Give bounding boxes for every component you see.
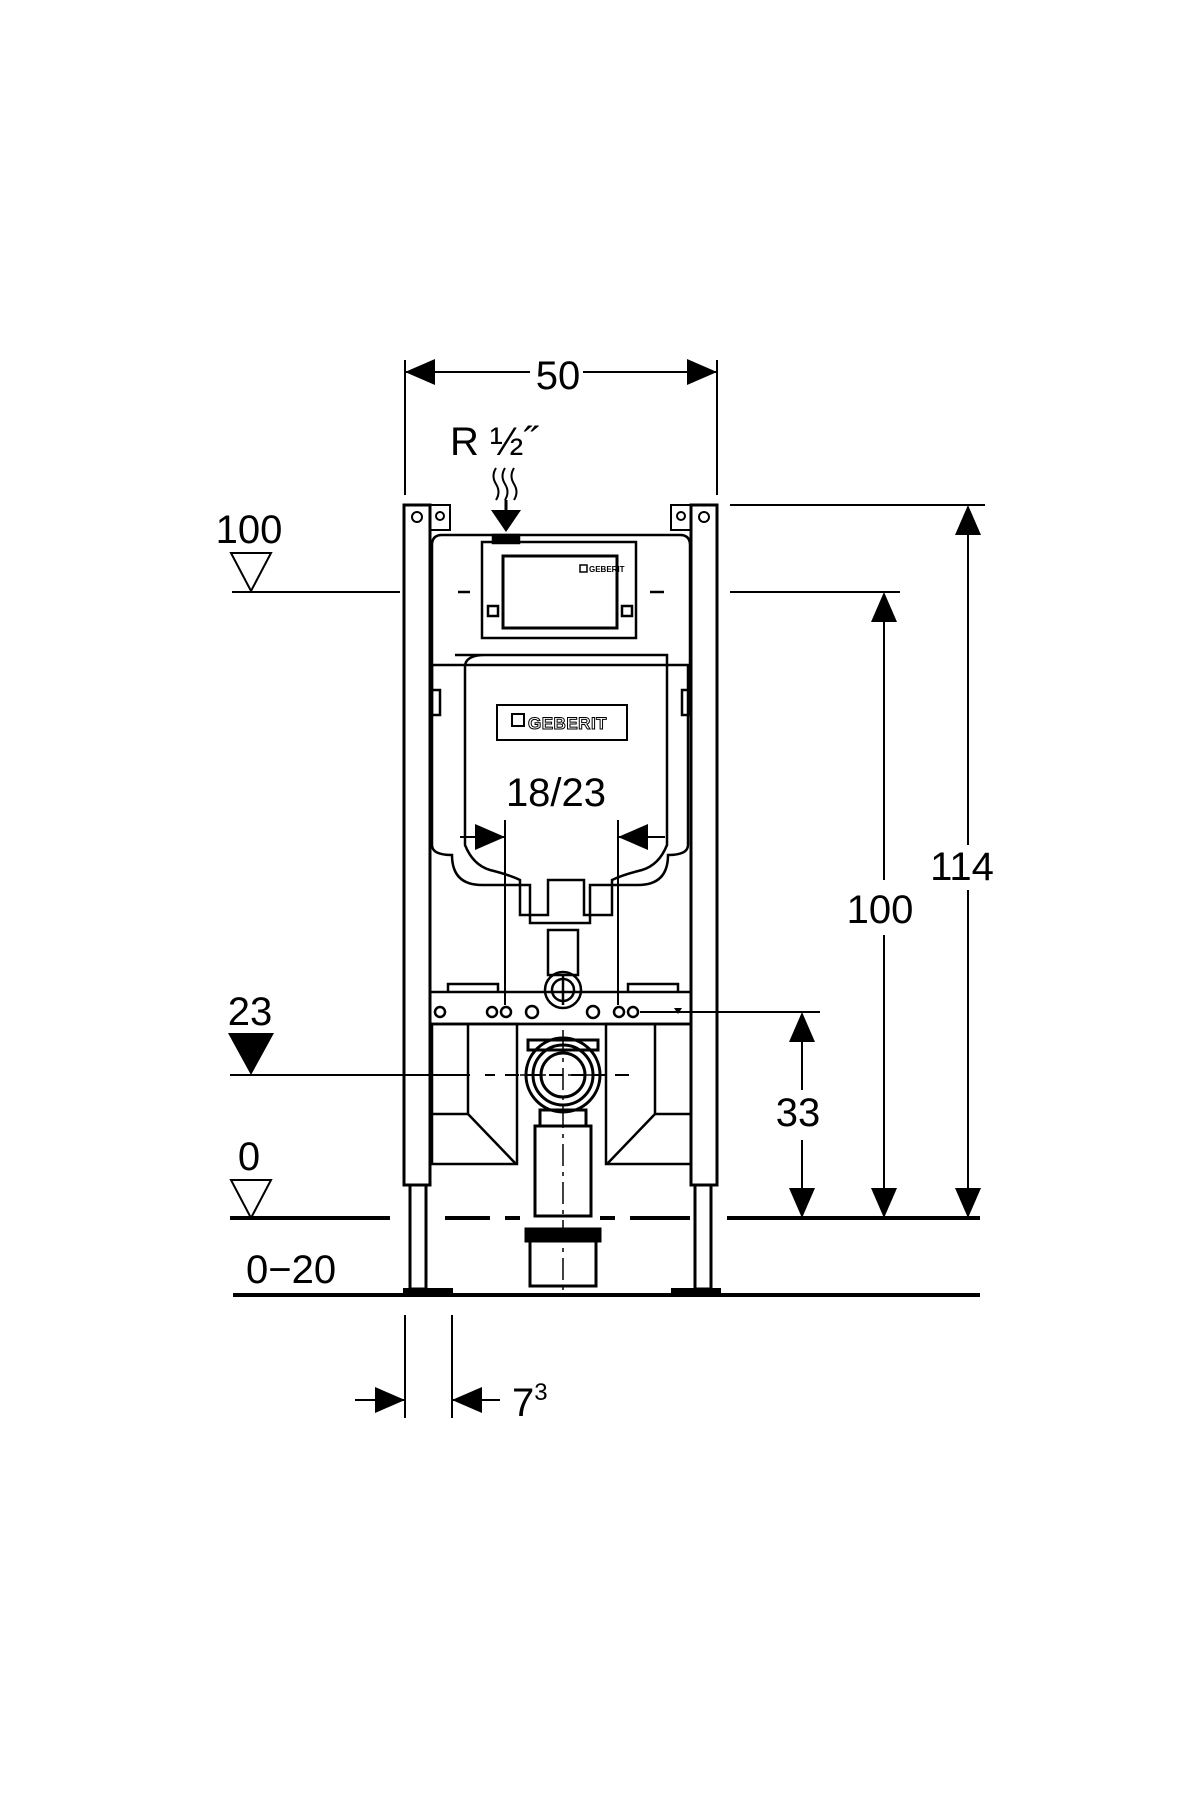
label-level-23: 23 [228,990,273,1034]
foot-depth-dimension [355,1315,500,1418]
frame-right-upright [671,503,721,1296]
drain-elbow [520,1030,606,1290]
level-marker-0 [229,1179,273,1221]
flush-pipe-connector [543,928,583,1010]
flush-plate-frame [458,540,664,640]
label-bolt-spacing: 18/23 [506,771,606,815]
label-total-height: 114 [930,845,994,889]
cistern [430,533,692,925]
frame-crossbar [428,982,693,1026]
width-dimension [404,359,718,495]
height-dimension-100 [730,591,900,1218]
geberit-logo-text: GEBERIT [528,714,607,733]
height-dimension-33 [640,1011,820,1218]
water-inlet-arrow [491,467,521,532]
label-foot-depth: 73 [512,1379,548,1425]
label-frame-width: 50 [536,354,581,398]
small-logo-mark [579,564,588,573]
label-flush-plate-height: 100 [847,888,914,932]
drain-pipe-stub [524,1227,602,1288]
side-support-panels [430,1022,693,1166]
label-floor-adjust: 0−20 [246,1248,336,1292]
geberit-logo [496,704,628,741]
height-dimension-114 [730,504,985,1218]
label-level-0: 0 [238,1135,260,1179]
label-drain-height: 33 [776,1091,821,1135]
frame-left-upright [402,503,453,1296]
label-level-100: 100 [216,508,283,552]
label-water-inlet: R ½˝ [450,420,539,464]
small-logo-text: GEBERIT [589,565,625,574]
frame-top-brackets [430,504,691,531]
bolt-spacing-dimension [460,820,665,1005]
level-marker-100 [229,552,400,594]
